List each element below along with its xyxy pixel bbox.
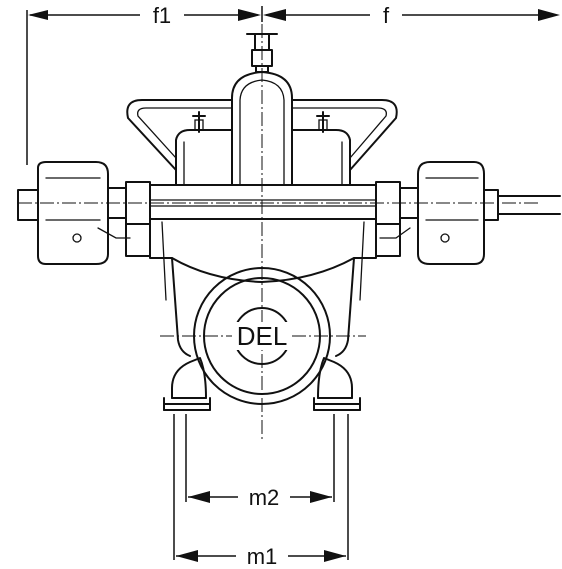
arrow-left-f1	[28, 10, 48, 20]
arrow-right-m2	[310, 491, 332, 503]
dimension-f1-f: f1 f	[26, 3, 560, 165]
vent-valve-right	[316, 111, 330, 133]
arrow-left-m1	[176, 550, 198, 562]
bottom-extension-lines	[173, 414, 349, 560]
right-bearing-housing	[375, 161, 499, 265]
arrow-left-m2	[188, 491, 210, 503]
arrow-right-f	[538, 9, 560, 21]
bearing-bracket-wings	[126, 99, 398, 171]
label-f1: f1	[153, 3, 171, 28]
arrow-right-f1	[238, 9, 261, 21]
top-valve-handwheel	[246, 33, 278, 73]
casing-dome	[231, 71, 293, 186]
arrow-right-m1	[324, 550, 346, 562]
label-m2: m2	[249, 485, 280, 510]
discharge-flange: DEL	[160, 267, 366, 405]
dimension-m2: m2	[188, 485, 332, 510]
label-m1: m1	[247, 544, 278, 569]
label-del: DEL	[237, 321, 288, 351]
drive-shaft	[497, 195, 561, 215]
left-bearing-housing	[17, 161, 151, 265]
arrow-left-f	[263, 9, 286, 21]
lower-casing	[149, 218, 377, 357]
vent-valve-left	[192, 111, 206, 133]
label-f: f	[383, 3, 390, 28]
upper-casing	[175, 129, 351, 186]
pump-feet	[163, 357, 361, 411]
split-flange	[149, 184, 377, 220]
dimension-m1: m1	[176, 544, 346, 569]
